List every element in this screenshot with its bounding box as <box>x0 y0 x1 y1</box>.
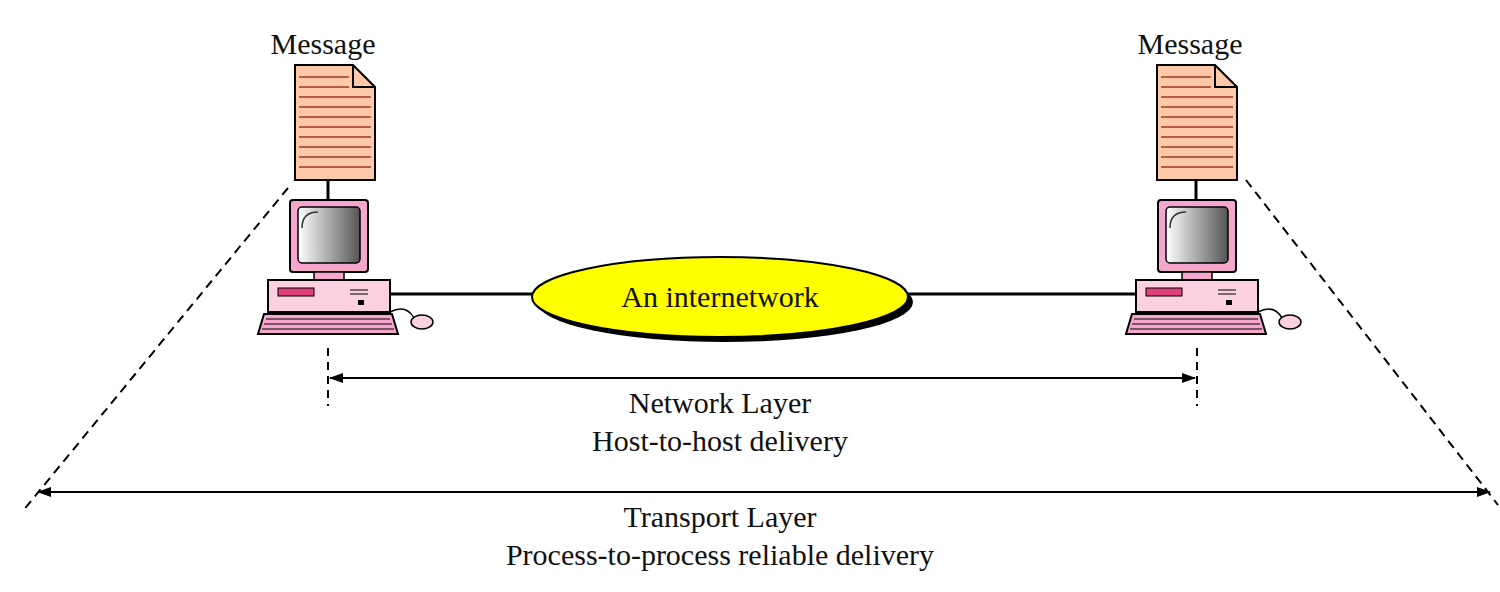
layer-label: Network Layer <box>625 386 815 421</box>
message-document <box>1157 65 1237 180</box>
layer-label: Host-to-host delivery <box>588 424 852 459</box>
span-arrow <box>38 491 1490 493</box>
computer-icon <box>1126 180 1301 334</box>
network-wire <box>390 293 535 296</box>
message-label: Message <box>271 27 376 62</box>
network-ellipse: An internetwork <box>530 255 910 339</box>
message-node: Message <box>271 27 376 62</box>
message-document <box>295 65 375 180</box>
network-wire <box>905 293 1140 296</box>
network-label: An internetwork <box>621 280 818 315</box>
scope-line <box>22 188 288 512</box>
tick-line <box>327 348 329 406</box>
layer-label: Transport Layer <box>619 500 820 535</box>
scope-line <box>1246 180 1498 505</box>
layer-label: Process-to-process reliable delivery <box>502 538 938 573</box>
span-arrow <box>330 377 1195 379</box>
tick-line <box>1196 348 1198 406</box>
message-label: Message <box>1138 27 1243 62</box>
message-node: Message <box>1138 27 1243 62</box>
computer-icon <box>258 180 433 334</box>
